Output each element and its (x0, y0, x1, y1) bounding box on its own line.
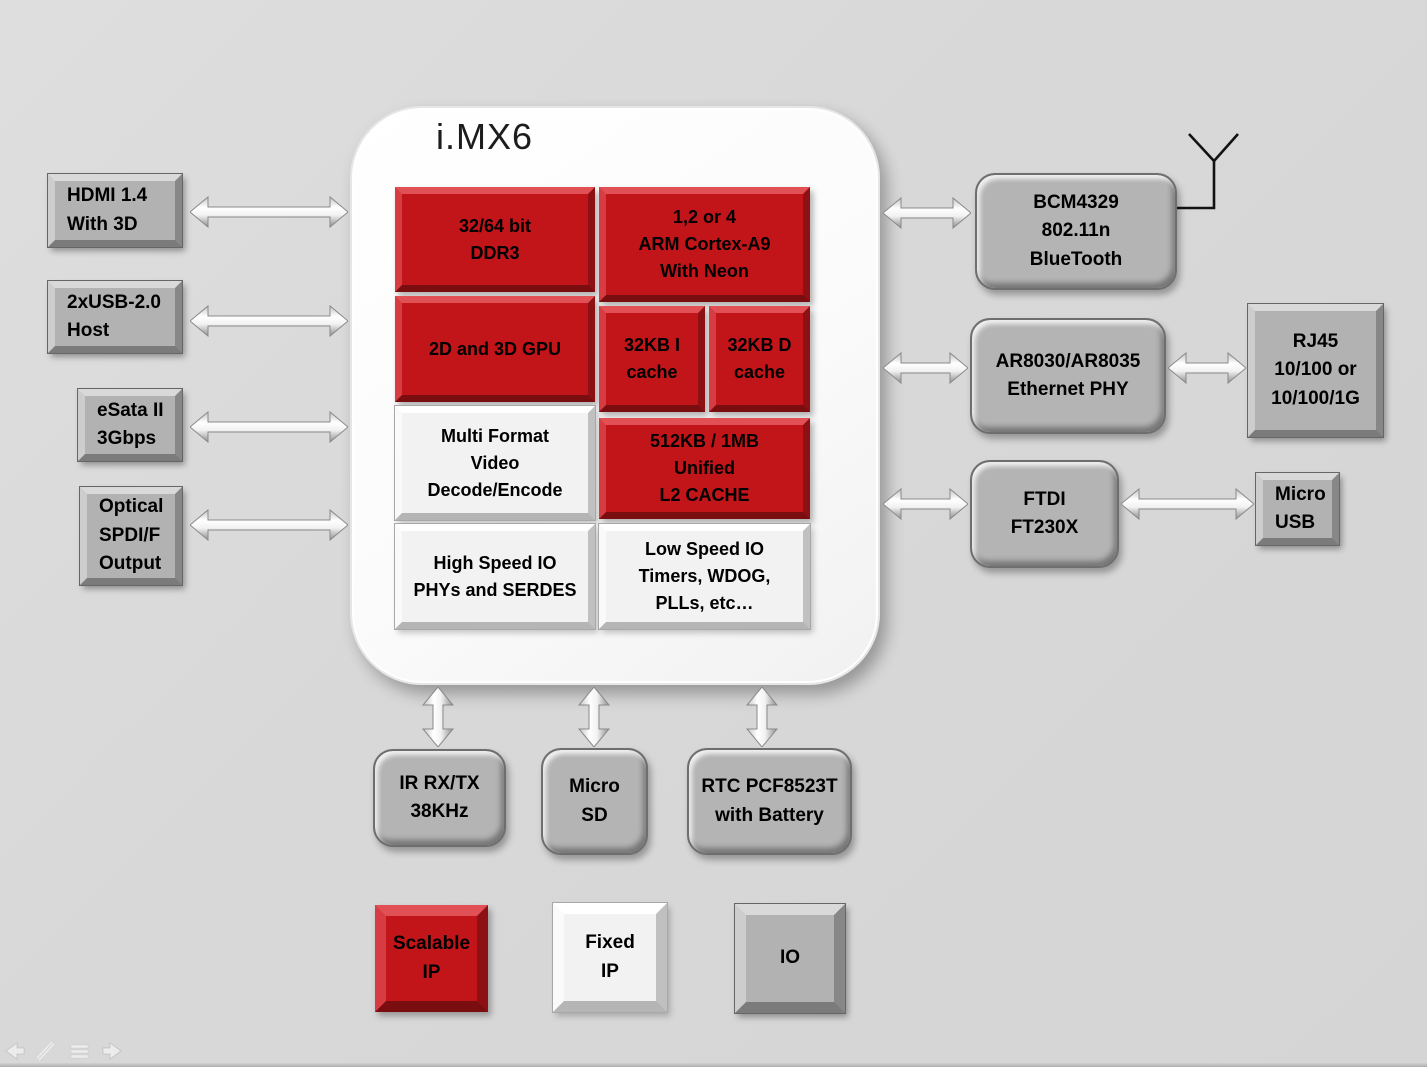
chip-block-d-cache: 32KB D cache (709, 306, 810, 412)
peripheral-wifi-bluetooth: BCM4329 802.11n BlueTooth (975, 173, 1177, 290)
connector-hdmi-chip (190, 195, 348, 229)
slide-bottom-edge (0, 1063, 1427, 1067)
antenna-icon (1177, 133, 1239, 210)
chip-block-video-codec: Multi Format Video Decode/Encode (395, 406, 595, 520)
legend-fixed-ip: Fixed IP (553, 903, 667, 1012)
chip-block-ddr3: 32/64 bit DDR3 (395, 187, 595, 292)
chip-block-arm-cortex-a9: 1,2 or 4 ARM Cortex-A9 With Neon (599, 187, 810, 302)
connector-usb-chip (190, 304, 348, 338)
connector-chip-ethernet (883, 351, 968, 385)
chip-block-low-speed-io: Low Speed IO Timers, WDOG, PLLs, etc… (599, 524, 810, 629)
connector-esata-chip (190, 410, 348, 444)
connector-chip-wifi (883, 196, 971, 230)
back-arrow-icon[interactable] (4, 1041, 26, 1063)
peripheral-micro-sd: Micro SD (541, 748, 648, 855)
legend-scalable-ip: Scalable IP (375, 905, 488, 1012)
imx6-chip: i.MX6 32/64 bit DDR3 1,2 or 4 ARM Cortex… (350, 106, 880, 685)
peripheral-hdmi: HDMI 1.4 With 3D (48, 174, 182, 247)
menu-icon[interactable] (69, 1043, 91, 1061)
peripheral-spdif-out: Optical SPDI/F Output (80, 487, 182, 585)
peripheral-rj45: RJ45 10/100 or 10/100/1G (1248, 304, 1383, 437)
peripheral-ir-rx-tx: IR RX/TX 38KHz (373, 749, 506, 847)
connector-ethernet-rj45 (1168, 351, 1246, 385)
legend-io: IO (735, 904, 845, 1013)
connector-chip-rtc (745, 687, 779, 747)
peripheral-usb-host: 2xUSB-2.0 Host (48, 281, 182, 353)
connector-chip-microsd (577, 687, 611, 747)
chip-block-i-cache: 32KB I cache (599, 306, 705, 412)
connector-spdif-chip (190, 508, 348, 542)
peripheral-ethernet-phy: AR8030/AR8035 Ethernet PHY (970, 318, 1166, 434)
chip-block-gpu: 2D and 3D GPU (395, 296, 595, 402)
peripheral-micro-usb: Micro USB (1256, 473, 1339, 545)
connector-chip-ftdi (883, 487, 968, 521)
peripheral-rtc: RTC PCF8523T with Battery (687, 748, 852, 855)
connector-chip-ir (421, 687, 455, 747)
pen-icon[interactable] (34, 1039, 58, 1063)
chip-title: i.MX6 (436, 116, 534, 157)
peripheral-esata: eSata II 3Gbps (78, 389, 182, 461)
forward-arrow-icon[interactable] (101, 1041, 123, 1063)
chip-block-high-speed-io: High Speed IO PHYs and SERDES (395, 524, 595, 629)
connector-ftdi-microusb (1121, 487, 1254, 521)
chip-block-l2-cache: 512KB / 1MB Unified L2 CACHE (599, 418, 810, 519)
peripheral-ftdi: FTDI FT230X (970, 460, 1119, 568)
